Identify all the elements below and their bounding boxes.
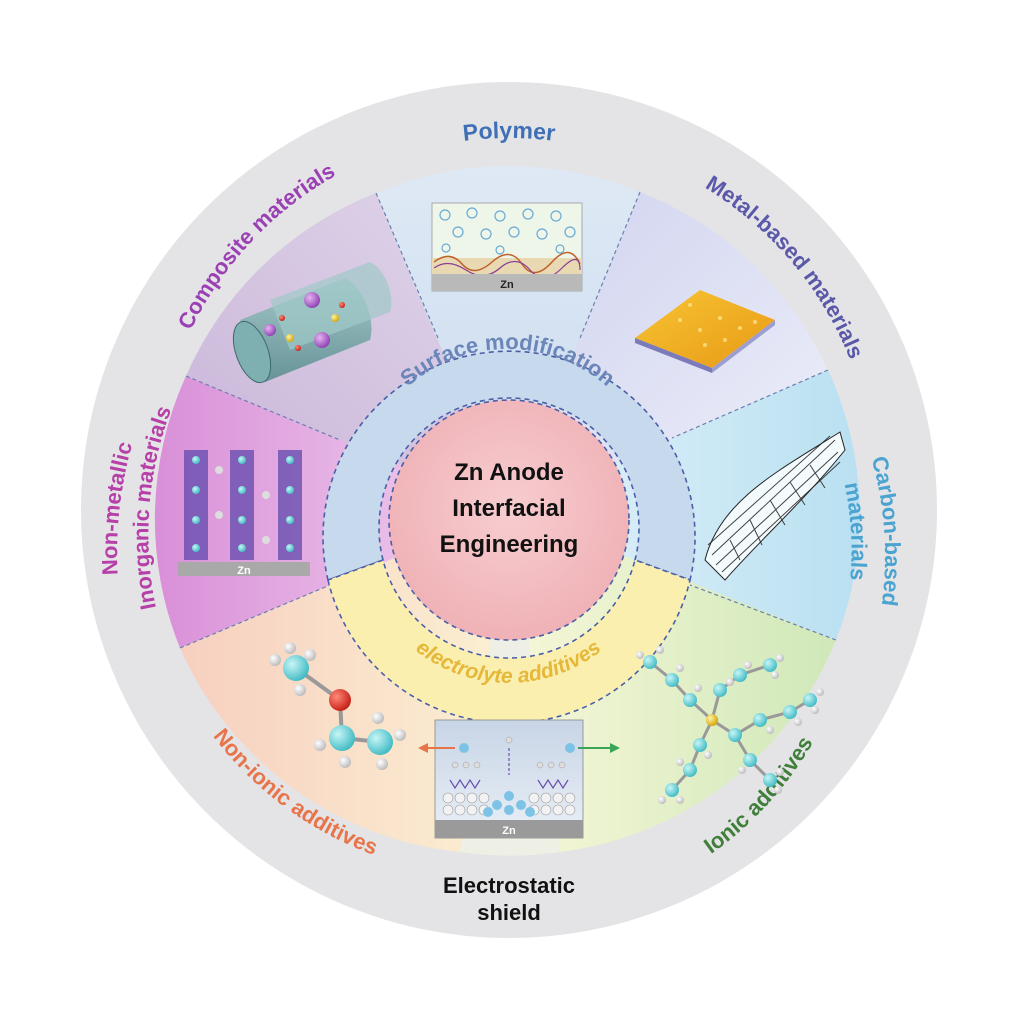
shield-label-line1: Electrostatic — [443, 873, 575, 898]
center-title-line2: Interfacial — [452, 495, 565, 522]
shield-zn-label: Zn — [502, 825, 516, 837]
shield-label-line2: shield — [477, 900, 541, 925]
center-title-line3: Engineering — [440, 531, 579, 558]
electrostatic-shield-illustration: Zn — [418, 719, 620, 839]
ionic-molecule-illustration — [636, 646, 824, 804]
inorganic-zn-label: Zn — [237, 565, 251, 577]
nonionic-molecule-illustration — [269, 642, 406, 770]
surface-modification-ring — [322, 350, 696, 582]
composite-tube-illustration — [232, 262, 392, 384]
polymer-zn-label: Zn — [500, 279, 514, 291]
segment-dividers — [179, 191, 837, 649]
graphene-illustration — [704, 431, 846, 581]
electrolyte-additives-ring — [327, 558, 691, 724]
polymer-illustration: Zn — [431, 202, 583, 292]
center-title-line1: Zn Anode — [454, 459, 564, 486]
polymer-label: Polymer — [461, 117, 556, 146]
inorganic-layers-illustration: Zn — [178, 450, 310, 577]
center-circle — [388, 399, 630, 641]
metal-mesh-illustration — [635, 290, 775, 373]
